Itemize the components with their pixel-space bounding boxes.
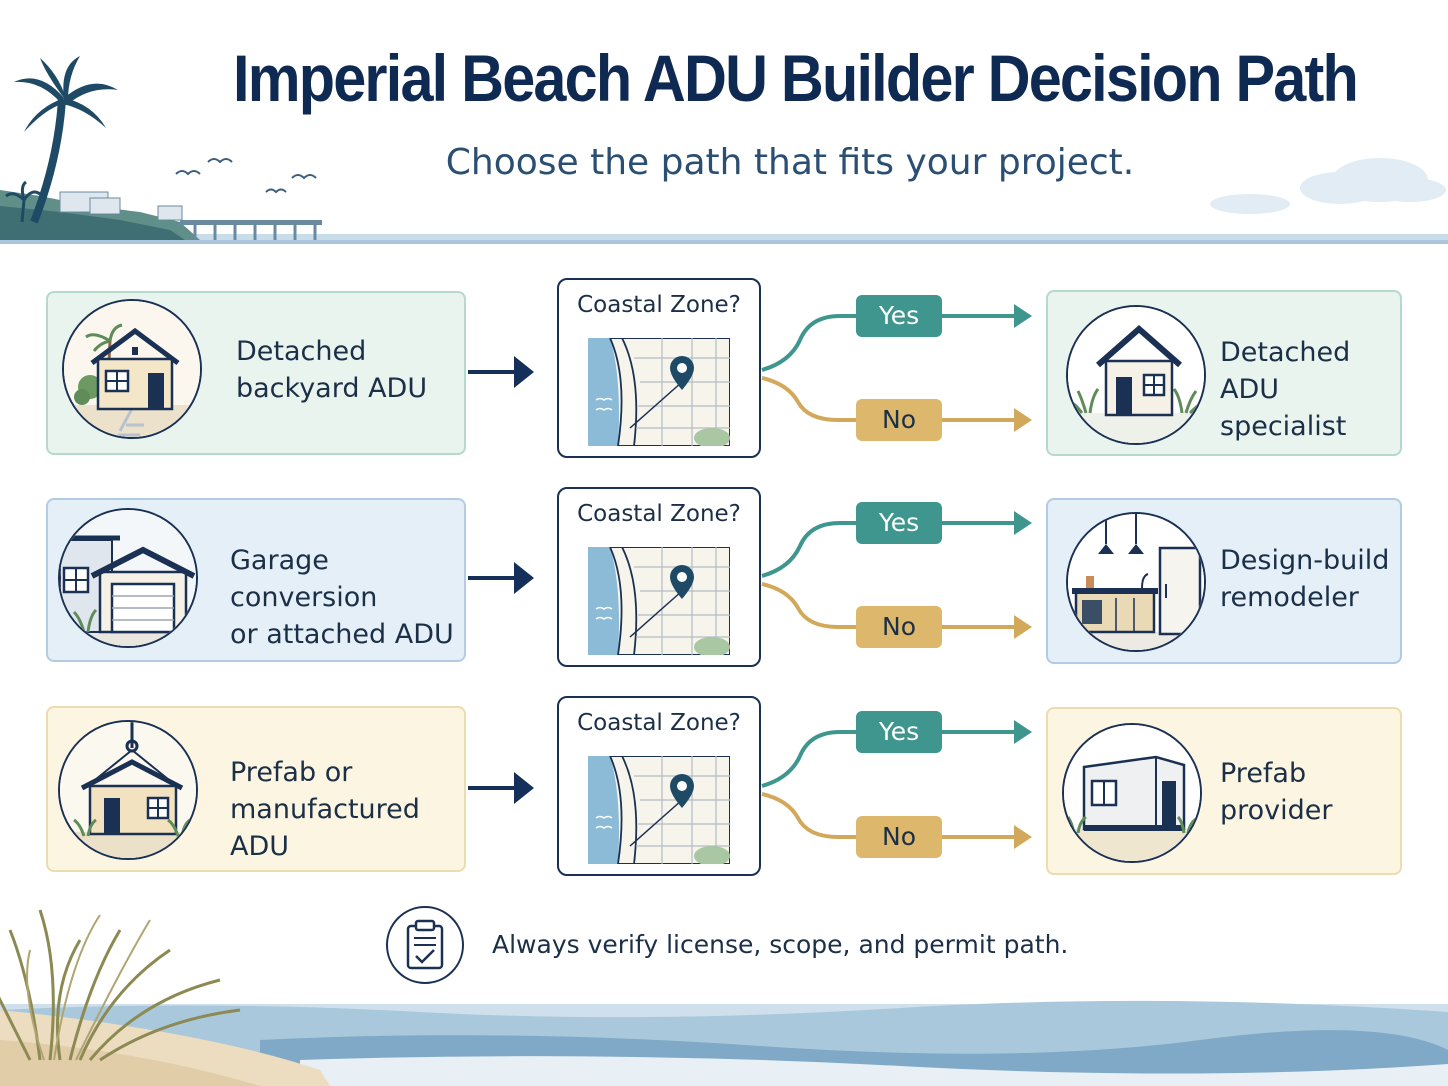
- page-subtitle: Choose the path that fits your project.: [445, 142, 1135, 183]
- coastal-zone-label: Coastal Zone?: [577, 501, 741, 527]
- result-card-detached-specialist: Detached ADU specialist: [1046, 290, 1402, 456]
- coastal-zone-label: Coastal Zone?: [577, 710, 741, 736]
- coastal-zone-question-row-2: Coastal Zone?: [557, 487, 761, 667]
- result-card-prefab-provider: Prefab provider: [1046, 707, 1402, 875]
- map-pin-icon: [588, 338, 730, 446]
- coastal-zone-question-row-1: Coastal Zone?: [557, 278, 761, 458]
- house-icon: [1066, 305, 1206, 445]
- yes-pill-row-2: Yes: [856, 502, 942, 544]
- palm-tree-icon: [14, 56, 118, 224]
- project-card-garage: Garage conversion or attached ADU: [46, 498, 466, 662]
- modular-building-icon: [1062, 723, 1202, 863]
- clipboard-check-icon: [386, 906, 464, 984]
- result-label-prefab-provider: Prefab provider: [1220, 758, 1333, 826]
- project-label-prefab: Prefab or manufactured ADU: [230, 757, 420, 862]
- house-icon: [62, 299, 202, 439]
- result-card-design-build: Design-build remodeler: [1046, 498, 1402, 664]
- page-title: Imperial Beach ADU Builder Decision Path: [232, 41, 1359, 115]
- map-pin-icon: [588, 547, 730, 655]
- project-card-detached: Detached backyard ADU: [46, 291, 466, 455]
- project-label-garage: Garage conversion or attached ADU: [230, 545, 454, 650]
- crane-hook-icon: [58, 720, 198, 860]
- yes-pill-row-1: Yes: [856, 295, 942, 337]
- no-pill-row-2: No: [856, 606, 942, 648]
- coastal-zone-question-row-3: Coastal Zone?: [557, 696, 761, 876]
- coastal-zone-label: Coastal Zone?: [577, 292, 741, 318]
- result-label-design-build: Design-build remodeler: [1220, 545, 1390, 613]
- project-label-detached: Detached backyard ADU: [236, 336, 428, 404]
- project-card-prefab: Prefab or manufactured ADU: [46, 706, 466, 872]
- no-pill-row-3: No: [856, 816, 942, 858]
- no-pill-row-1: No: [856, 399, 942, 441]
- footer-note: Always verify license, scope, and permit…: [492, 930, 1069, 959]
- kitchen-icon: [1066, 512, 1206, 652]
- yes-pill-row-3: Yes: [856, 711, 942, 753]
- garage-icon: [58, 508, 198, 648]
- result-label-detached-specialist: Detached ADU specialist: [1220, 337, 1351, 442]
- map-pin-icon: [588, 756, 730, 864]
